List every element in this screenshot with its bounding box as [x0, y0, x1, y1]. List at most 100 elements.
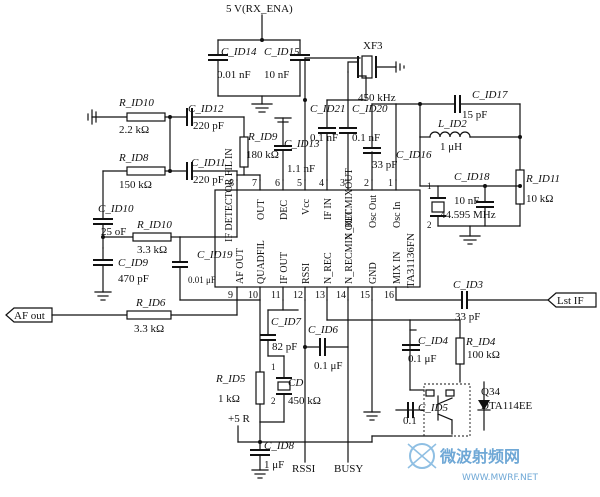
resistor-r-id5: R_ID5 1 kΩ [215, 299, 265, 423]
watermark-text: 微波射频网 [439, 447, 520, 466]
c-id21-value: 0.1 nF [310, 132, 338, 144]
crystal-value: 44.595 MHz [440, 209, 496, 221]
c-id11-value: 220 pF [193, 174, 224, 186]
svg-text:2: 2 [271, 396, 276, 406]
c-id8-ref: C_ID8 [264, 440, 294, 452]
c-id14-ref: C_ID14 [221, 46, 257, 58]
r-id6-value: 3.3 kΩ [134, 323, 164, 335]
resistor-r-id11: R_ID11 10 kΩ [515, 169, 560, 227]
pin-11: 11 [271, 290, 281, 301]
c-id17-value: 15 pF [462, 109, 487, 121]
svg-text:2: 2 [427, 220, 432, 230]
c-id4-ref: C_ID4 [418, 335, 448, 347]
c-id19-value: 0.01 μF [188, 275, 216, 285]
port-af-out: AF out [5, 307, 53, 323]
r-id8-ref: R_ID8 [118, 152, 149, 164]
resistor-r-id8: R_ID8 150 kΩ [102, 152, 188, 191]
xf3-ref: XF3 [363, 40, 383, 52]
c-id4-value: 0.1 μF [408, 353, 437, 365]
c-id7-ref: C_ID7 [271, 316, 301, 328]
capacitor-c-id15: C_ID15 10 nF [264, 46, 310, 81]
c-id12-ref: C_ID12 [188, 103, 224, 115]
r-id10-mid-value: 3.3 kΩ [137, 244, 167, 256]
capacitor-c-id17: C_ID17 15 pF [395, 89, 521, 121]
ic-label-pin16: MIX IN [392, 252, 403, 285]
capacitor-c-id19: C_ID19 0.01 μF [172, 236, 261, 301]
port-plus5r: +5 R [228, 413, 453, 443]
r-id11-ref: R_ID11 [525, 173, 560, 185]
c-id9-ref: C_ID9 [118, 257, 148, 269]
pin-4: 4 [319, 178, 324, 189]
c-id16-ref: C_ID16 [396, 149, 432, 161]
ground-supply-caps [217, 59, 301, 113]
ic-label-pin13: N_REC [323, 252, 334, 284]
capacitor-c-id20: C_ID20 0.1 nF [339, 71, 388, 181]
resistor-r-id6: R_ID6 3.3 kΩ [51, 297, 238, 335]
c-id12-value: 220 pF [193, 120, 224, 132]
rssi-label: RSSI [292, 463, 316, 475]
ic-label-pin10: QUADFIL [256, 240, 267, 284]
port-lst-if: Lst IF [547, 292, 597, 308]
capacitor-c-id11: C_ID11 220 pF [186, 157, 238, 186]
r-id4-ref: R_ID4 [465, 336, 496, 348]
capacitor-c-id7: C_ID7 82 pF [260, 299, 301, 357]
pin-14: 14 [336, 290, 346, 301]
c-id7-value: 82 pF [272, 341, 297, 353]
r-id5-value: 1 kΩ [218, 393, 240, 405]
r-id10-mid-ref: R_ID10 [136, 219, 172, 231]
ic-label-pin6: DEC [279, 200, 290, 220]
capacitor-c-id4: C_ID4 0.1 μF [402, 329, 448, 365]
ic-label-pin12: RSSI [301, 263, 312, 284]
capacitor-c-id14: C_ID14 0.01 nF [208, 46, 257, 81]
c-id3-ref: C_ID3 [453, 279, 483, 291]
resistor-r-id10-top: R_ID10 2.2 kΩ [87, 97, 188, 136]
resistor-r-id4: R_ID4 100 kΩ [409, 319, 500, 383]
r-id4-value: 100 kΩ [467, 349, 500, 361]
crystal-44-595mhz: 1 2 44.595 MHz [427, 181, 496, 230]
c-id13-value: 1.1 nF [287, 163, 315, 175]
ic-label-pin9: AF OUT [235, 248, 246, 284]
svg-text:1: 1 [271, 362, 276, 372]
ic-label-pin3: N_RECMIXOUT [344, 168, 355, 240]
r-id8-value: 150 kΩ [119, 179, 152, 191]
pin-7: 7 [252, 178, 257, 189]
pin-2: 2 [364, 178, 369, 189]
capacitor-c-id12: C_ID12 220 pF [186, 103, 245, 132]
c-id18-ref: C_ID18 [454, 171, 490, 183]
c-id15-value: 10 nF [264, 69, 289, 81]
pin-16: 16 [384, 290, 394, 301]
capacitor-c-id6: C_ID6 0.1 μF [304, 324, 349, 372]
xf3-value: 450 kHz [358, 92, 396, 104]
ic-label-pin5: Vcc [301, 198, 312, 215]
capacitor-c-id5: C_ID5 0.1 [395, 402, 448, 427]
ic-label-pin15: GND [368, 262, 379, 284]
pin-8: 8 [229, 178, 234, 189]
r-id6-ref: R_ID6 [135, 297, 166, 309]
l-id2-value: 1 μH [440, 141, 462, 153]
capacitor-c-id16: C_ID16 33 pF [363, 103, 432, 181]
svg-text:1: 1 [427, 181, 432, 191]
busy-label: BUSY [334, 463, 363, 475]
supply-label: 5 V(RX_ENA) [226, 3, 293, 15]
capacitor-c-id8: C_ID8 1 μF [250, 421, 294, 479]
supply-rail: 5 V(RX_ENA) [217, 3, 301, 56]
c-id20-value: 0.1 nF [352, 132, 380, 144]
pin-1: 1 [388, 178, 393, 189]
c-id11-ref: C_ID11 [191, 157, 226, 169]
c-id20-ref: C_ID20 [352, 103, 388, 115]
ic-label-pin11: IF OUT [279, 252, 290, 284]
c-id19-ref: C_ID19 [197, 249, 233, 261]
c-id3-value: 33 pF [455, 311, 480, 323]
watermark-burst-icon [407, 443, 437, 469]
c-id9-value: 470 pF [118, 273, 149, 285]
r-id5-ref: R_ID5 [215, 373, 246, 385]
cd-ref: CD [288, 377, 303, 389]
watermark-url: WWW.MWRF.NET [462, 473, 538, 483]
l-id2-ref: L_ID2 [437, 118, 467, 130]
capacitor-c-id10: C_ID10 25 oF [93, 170, 134, 249]
pin-13: 13 [315, 290, 325, 301]
capacitor-c-id9: C_ID9 470 pF [93, 247, 149, 301]
inductor-l-id2: L_ID2 1 μH [419, 118, 521, 153]
r-id9-ref: R_ID9 [247, 131, 278, 143]
r-id10-top-value: 2.2 kΩ [119, 124, 149, 136]
